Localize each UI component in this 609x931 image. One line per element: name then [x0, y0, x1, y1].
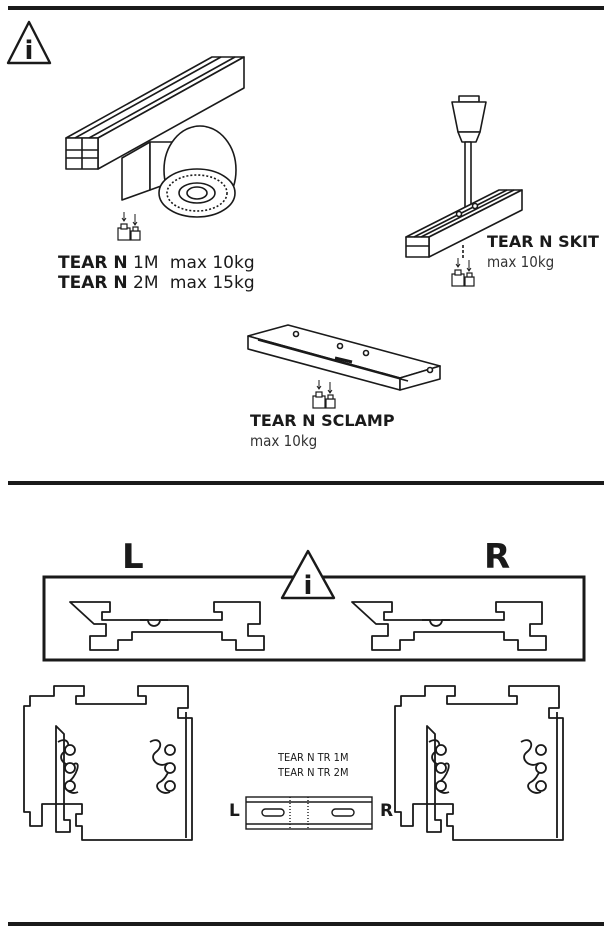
track-spotlight-illustration: [65, 56, 245, 218]
sclamp-illustration: [247, 324, 441, 391]
right-label: R: [484, 537, 511, 577]
weight-icon-spotlight: [117, 211, 141, 241]
weight-icon-sclamp: [312, 379, 336, 409]
tear-n-2m-name: TEAR N: [58, 273, 128, 293]
label-skit-max: max 10kg: [487, 253, 555, 271]
label-tear-n-sclamp: TEAR N SCLAMP: [250, 411, 395, 430]
connector-left-label: L: [229, 801, 240, 821]
track-profile-right: [351, 601, 547, 651]
connector-label-2m: TEAR N TR 2M: [278, 766, 349, 779]
label-tear-n-skit: TEAR N SKIT: [487, 232, 599, 251]
tear-n-1m-name: TEAR N: [58, 253, 128, 273]
info-warning-icon-top: i: [6, 20, 52, 66]
cross-section-left: [23, 685, 193, 841]
label-tear-n-2m: TEAR N 2M max 15kg: [58, 275, 255, 292]
cross-section-right: [394, 685, 564, 841]
straight-connector: [245, 796, 373, 830]
connector-right-label: R: [380, 801, 394, 821]
top-divider: [8, 6, 604, 10]
track-profile-left: [69, 601, 265, 651]
label-sclamp-max: max 10kg: [250, 432, 318, 450]
label-tear-n-1m: TEAR N 1M max 10kg: [58, 255, 255, 272]
info-glyph-frame: i: [304, 571, 313, 601]
tear-n-2m-size: 2M: [133, 273, 159, 293]
middle-divider: [8, 481, 604, 485]
info-warning-icon-frame: i: [280, 549, 336, 601]
connector-label-1m: TEAR N TR 1M: [278, 751, 349, 764]
tear-n-1m-size: 1M: [133, 253, 159, 273]
info-glyph: i: [25, 36, 34, 66]
left-label: L: [122, 537, 144, 577]
weight-icon-skit: [451, 257, 475, 287]
tear-n-2m-max: max 15kg: [169, 273, 255, 293]
bottom-divider: [8, 922, 604, 926]
pendant-track-illustration: [405, 95, 523, 258]
tear-n-1m-max: max 10kg: [169, 253, 255, 273]
